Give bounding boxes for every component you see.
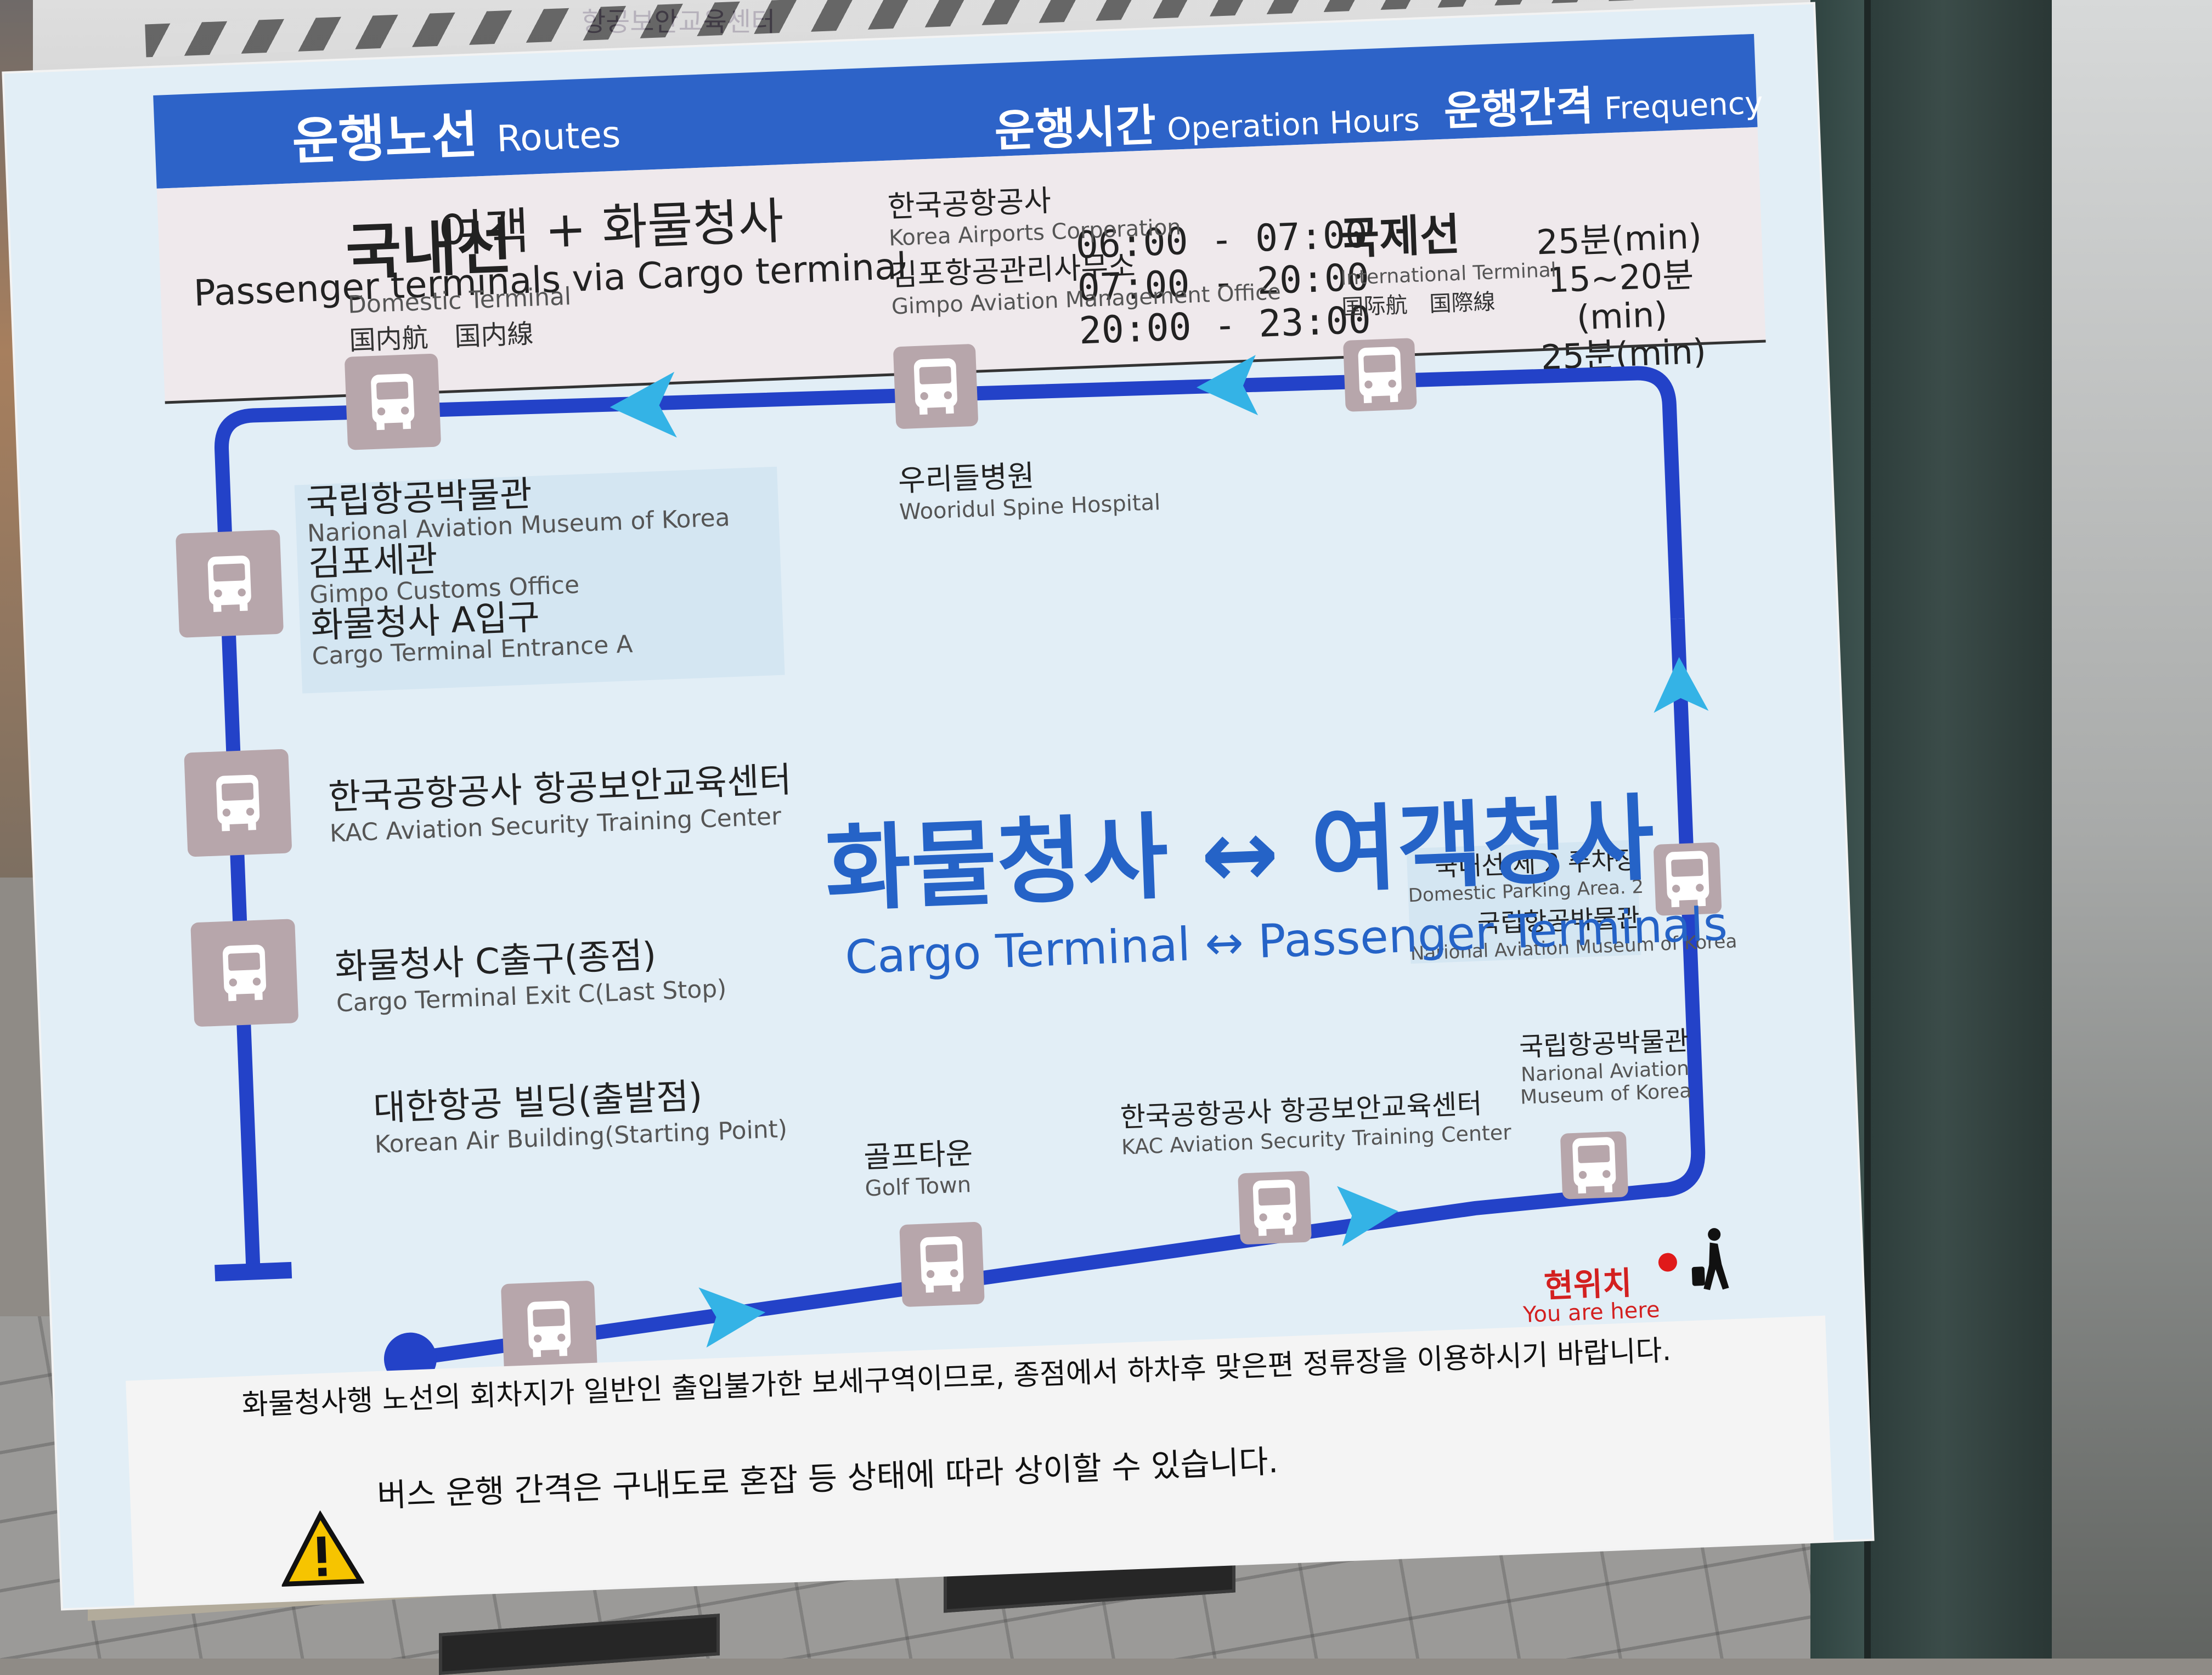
bus-icon — [371, 374, 415, 431]
label-korean-air: 대한항공 빌딩(출발점) Korean Air Building(Startin… — [372, 1065, 788, 1159]
route-path-south — [409, 618, 1706, 1366]
shelter-pillar — [1871, 0, 2052, 1659]
walking-traveler-icon — [1691, 1228, 1729, 1291]
bus-stop-domestic — [344, 353, 442, 450]
golf-en: Golf Town — [864, 1172, 972, 1202]
bus-stop-security-south — [1238, 1170, 1312, 1245]
bus-stop-korean-air — [500, 1280, 598, 1378]
glass-right — [2052, 0, 2212, 1659]
label-hospital: 우리들병원 Wooridul Spine Hospital — [897, 446, 1161, 525]
bus-icon — [920, 1236, 964, 1293]
bus-icon — [1358, 347, 1402, 404]
bus-stop-security-west — [184, 749, 292, 857]
arrow-icon — [698, 1287, 766, 1348]
bus-icon — [222, 944, 267, 1001]
international-ko: 국제선 — [1338, 208, 1462, 265]
bus-icon — [527, 1300, 571, 1357]
bus-icon — [216, 774, 260, 831]
bus-icon — [1666, 851, 1709, 908]
route-end-bar — [215, 1261, 292, 1282]
label-kac-office: 한국공항공사 Korea Airports Corporation 김포항공관리… — [887, 167, 1282, 319]
bus-stop-golf — [899, 1221, 985, 1308]
label-domestic: 국내선 Domestic Terminal 国内航 国内線 — [344, 195, 573, 357]
label-museum-west: 국립항공박물관 Narional Aviation Museum of Kore… — [305, 468, 735, 671]
label-museum-south: 국립항공박물관 Narional Aviation Museum of Kore… — [1517, 1019, 1692, 1109]
bus-icon — [913, 358, 957, 415]
domestic-ko: 국내선 — [345, 211, 514, 288]
museum-south-ko: 국립항공박물관 — [1519, 1025, 1690, 1063]
bus-stop-parking — [1653, 842, 1722, 916]
warning-icon — [281, 1510, 364, 1587]
arrow-icon — [1197, 355, 1259, 416]
arrow-icon — [610, 371, 677, 438]
bus-icon — [1572, 1137, 1616, 1194]
arrow-icon — [1654, 657, 1709, 713]
label-cargo-c: 화물청사 C출구(종점) Cargo Terminal Exit C(Last … — [334, 924, 727, 1017]
bus-icon — [1252, 1179, 1296, 1236]
bus-stop-kac-office — [893, 343, 979, 429]
arrow-icon — [1337, 1186, 1398, 1247]
bus-stop-museum-west — [175, 529, 284, 638]
bus-stop-cargo-c — [190, 919, 299, 1027]
bus-stop-museum-south — [1560, 1131, 1629, 1199]
label-golf: 골프타운 Golf Town — [863, 1129, 974, 1202]
golf-ko: 골프타운 — [863, 1136, 974, 1175]
bus-stop-international — [1342, 338, 1417, 412]
bus-icon — [207, 555, 251, 612]
label-international: 국제선 International Terminal 国际航 国際線 — [1338, 195, 1558, 321]
